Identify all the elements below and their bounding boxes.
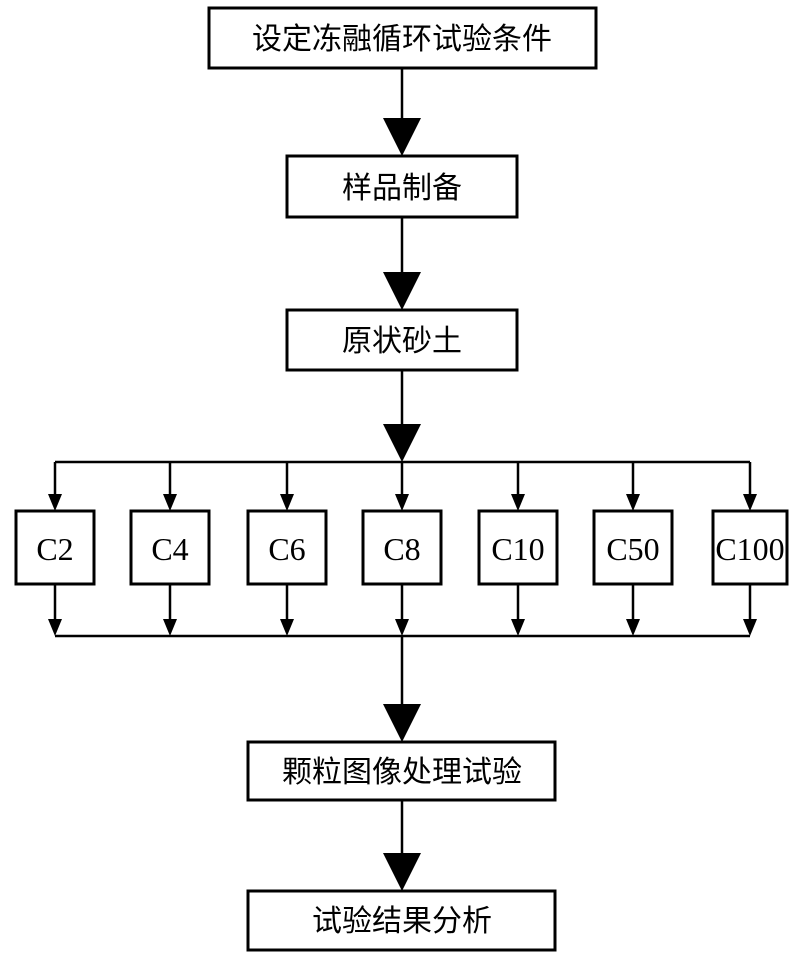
cycle-c100: C100 [711, 462, 789, 636]
cycle-branches: C2 C4 C6 C8 C10 C50 C100 [14, 462, 789, 636]
cycle-c6: C6 [246, 462, 328, 636]
step-analysis: 试验结果分析 [246, 889, 557, 952]
step-undisturbed-sand: 原状砂土 [285, 308, 519, 372]
cycle-c6-label: C6 [268, 531, 305, 567]
cycle-c2-out-arrowhead [48, 619, 62, 636]
step-undisturbed-sand-label: 原状砂土 [342, 324, 462, 359]
cycle-c100-in-arrowhead [743, 494, 757, 511]
cycle-c8-box [361, 509, 443, 586]
cycle-c8-label: C8 [383, 531, 420, 567]
cycle-c2-label: C2 [36, 531, 73, 567]
step-image-test-label: 颗粒图像处理试验 [282, 755, 522, 790]
cycle-c10: C10 [477, 462, 559, 636]
cycle-c4-label: C4 [151, 531, 188, 567]
cycle-c6-in-arrowhead [280, 494, 294, 511]
cycle-c4-out-arrowhead [163, 619, 177, 636]
cycle-c4: C4 [129, 462, 211, 636]
arrow-image-test-to-analysis [383, 800, 421, 891]
cycle-c50: C50 [592, 462, 674, 636]
cycle-c2-box [14, 509, 96, 586]
cycle-c4-box [129, 509, 211, 586]
cycle-c50-in-arrowhead [626, 494, 640, 511]
step-set-conditions: 设定冻融循环试验条件 [207, 6, 598, 70]
cycle-c100-out-arrowhead [743, 619, 757, 636]
cycle-c10-box [477, 509, 559, 586]
cycle-c50-label: C50 [606, 531, 659, 567]
cycle-c100-label: C100 [715, 531, 784, 567]
cycle-c8: C8 [361, 462, 443, 636]
step-sample-prep-label: 样品制备 [342, 171, 462, 206]
cycle-c6-out-arrowhead [280, 619, 294, 636]
step-set-conditions-label: 设定冻融循环试验条件 [252, 22, 552, 57]
cycle-c8-in-arrowhead [395, 494, 409, 511]
step-analysis-label: 试验结果分析 [312, 904, 492, 939]
cycle-c10-label: C10 [491, 531, 544, 567]
cycle-c2: C2 [14, 462, 96, 636]
arrow-conditions-to-prep [383, 68, 421, 156]
arrow-prep-to-sand [383, 217, 421, 310]
cycle-c50-out-arrowhead [626, 619, 640, 636]
cycle-c8-out-arrowhead [395, 619, 409, 636]
arrow-merge-to-image-test [383, 636, 421, 742]
cycle-c10-out-arrowhead [511, 619, 525, 636]
cycle-c2-in-arrowhead [48, 494, 62, 511]
cycle-c4-in-arrowhead [163, 494, 177, 511]
step-sample-prep: 样品制备 [285, 154, 519, 219]
cycle-c10-in-arrowhead [511, 494, 525, 511]
arrow-sand-to-split [383, 370, 421, 462]
step-image-test: 颗粒图像处理试验 [246, 740, 557, 802]
